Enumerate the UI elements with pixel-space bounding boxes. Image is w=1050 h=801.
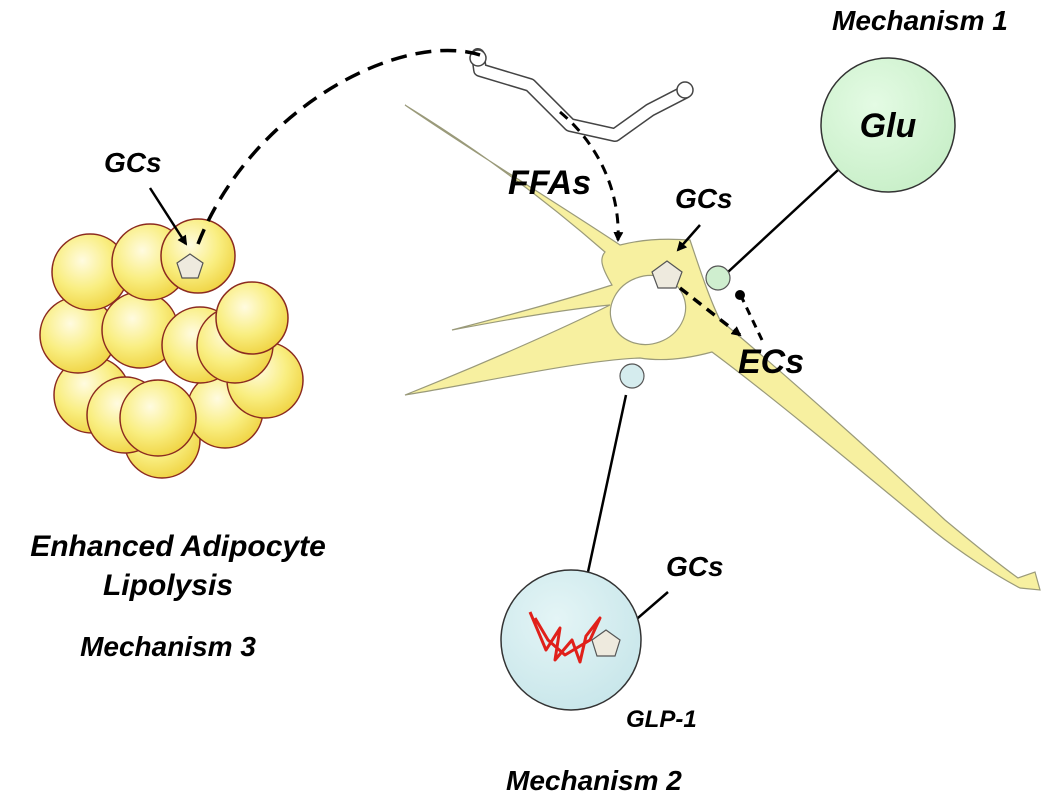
lipolysis-dashed-arc — [196, 48, 481, 245]
gcs-glp1-label: GCs — [666, 551, 724, 582]
glu-circle — [820, 57, 956, 193]
gcs-neuron-arrow — [676, 224, 701, 252]
ffas-label: FFAs — [508, 164, 591, 202]
glp1-neuron-squiggle — [528, 611, 602, 664]
gcs-adipocyte-label: GCs — [104, 147, 162, 178]
glp1-terminal — [619, 363, 645, 389]
glp1-connector-line — [586, 394, 628, 573]
neuron-nucleus — [609, 274, 687, 346]
ffa-chain-end — [676, 81, 694, 99]
ecs-label: ECs — [738, 343, 804, 381]
mechanism-2-label: Mechanism 2 — [506, 765, 682, 796]
glu-connector-line — [727, 169, 839, 273]
glu-label: Glu — [860, 107, 917, 145]
gcs-neuron-label: GCs — [675, 183, 733, 214]
mechanism-3-label: Mechanism 3 — [80, 631, 256, 662]
ecs-to-glu-terminal-dashed-line — [740, 297, 764, 341]
glp1-group — [500, 363, 645, 711]
adipocyte-cell — [215, 281, 289, 355]
gc-to-ecs-dashed-arrow — [678, 286, 742, 337]
adipocyte-cell — [119, 379, 197, 457]
gc-pentagon-glp1 — [591, 629, 621, 657]
adipocyte-cell — [160, 218, 236, 294]
ffa-chain-inner — [472, 49, 691, 141]
gcs-adipocyte-arrow — [148, 187, 188, 246]
lipolysis-label-line2: Lipolysis — [103, 569, 233, 602]
ffa-chain — [469, 48, 694, 142]
gc-pentagon-adipocyte — [176, 253, 204, 279]
ffa-to-neuron-dashed-arrow — [559, 110, 624, 242]
glu-terminal — [705, 265, 731, 291]
lipolysis-label-line1: Enhanced Adipocyte — [30, 530, 326, 563]
neuron — [404, 104, 1041, 591]
glp1-label: GLP-1 — [626, 706, 697, 733]
adipocyte-cluster — [39, 218, 304, 479]
neuron-body — [404, 104, 1041, 591]
ecs-inhibition-dot — [735, 290, 745, 300]
gc-pentagon-neuron — [651, 260, 683, 289]
mechanism-1-label: Mechanism 1 — [832, 5, 1008, 36]
glu-group — [705, 57, 956, 291]
